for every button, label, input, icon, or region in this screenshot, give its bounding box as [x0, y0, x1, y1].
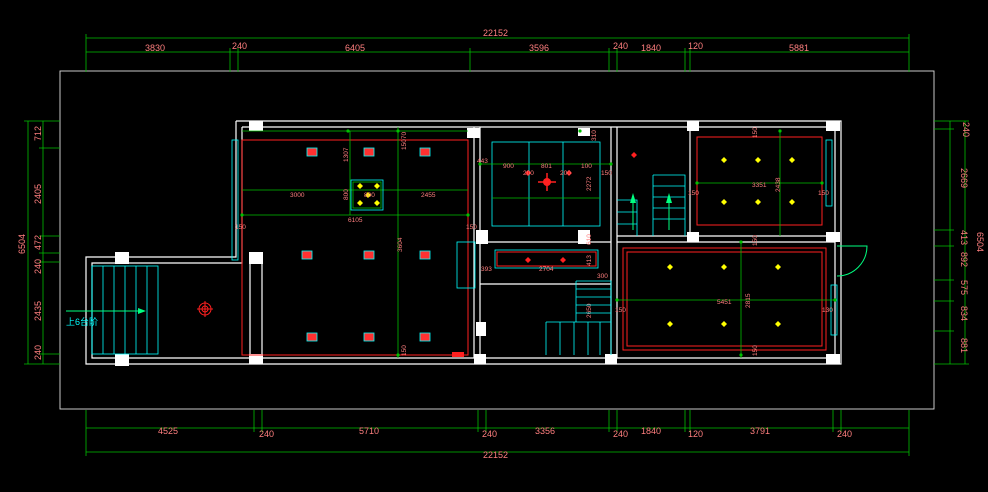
top-dim-4: 3596: [529, 43, 549, 53]
top-dim-5: 240: [613, 41, 628, 51]
counter-dim-2650: 2650: [586, 303, 593, 318]
living-room: 3000 2455 6105 1307 800 800 3604 15070 1…: [231, 127, 477, 358]
room-br-dim-150-left: 150: [615, 307, 626, 314]
right-dim-3: 413: [959, 230, 969, 245]
left-dimension-chain: 6504 712 2405 472 240 2435 240: [17, 120, 60, 365]
room-tr-dim-150b: 150: [818, 190, 829, 197]
stair-hall-top: [617, 152, 686, 236]
stair-note: 上6台阶: [66, 316, 98, 327]
left-dim-1: 712: [33, 126, 43, 141]
right-total-dim: 6504: [975, 232, 985, 252]
right-dim-7: 881: [959, 338, 969, 353]
living-dim-150-left: 150: [235, 224, 246, 231]
columns: [115, 121, 840, 366]
mid-dim-443: 443: [477, 158, 488, 165]
room-br-dim-5451: 5451: [717, 299, 732, 306]
right-dim-1: 240: [961, 122, 971, 137]
left-dim-3: 472: [33, 235, 43, 250]
bottom-dim-2: 240: [259, 429, 274, 439]
counter-dim-393: 393: [481, 266, 492, 273]
counter-dim-413: 413: [586, 255, 593, 266]
bottom-dim-8: 120: [688, 429, 703, 439]
right-dim-6: 834: [959, 306, 969, 321]
left-dim-6: 240: [33, 345, 43, 360]
living-dim-3000: 3000: [290, 192, 305, 199]
top-dim-3: 6405: [345, 43, 365, 53]
dimension-ticks: [240, 129, 837, 357]
top-total-dim: 22152: [483, 28, 508, 38]
room-br-dim-150-hall: 150: [752, 127, 759, 138]
living-dim-15070: 15070: [401, 132, 408, 150]
living-dim-800a: 800: [364, 192, 375, 199]
right-dimension-chain: 240 2669 413 892 575 834 881 6504: [934, 120, 985, 365]
bottom-dim-5: 3356: [535, 426, 555, 436]
room-top-right: 3351 2438 150 150: [688, 131, 833, 236]
mid-dim-150: 150: [601, 170, 612, 177]
living-dim-800b: 800: [343, 189, 350, 200]
living-dim-2455: 2455: [421, 192, 436, 199]
right-dim-4: 892: [959, 252, 969, 267]
middle-stairs: [545, 280, 612, 355]
room-br-dim-150-bottom: 150: [752, 345, 759, 356]
top-dim-8: 5881: [789, 43, 809, 53]
left-total-dim: 6504: [17, 234, 27, 254]
counter-dim-300: 300: [597, 273, 608, 280]
bottom-dim-7: 1840: [641, 426, 661, 436]
room-tr-dim-150a: 150: [688, 190, 699, 197]
top-dim-1: 3830: [145, 43, 165, 53]
bottom-dim-3: 5710: [359, 426, 379, 436]
left-dim-2: 2405: [33, 184, 43, 204]
top-dim-7: 120: [688, 41, 703, 51]
bottom-dim-6: 240: [613, 429, 628, 439]
bottom-dim-1: 4525: [158, 426, 178, 436]
left-dim-5: 2435: [33, 301, 43, 321]
bottom-dim-10: 240: [837, 429, 852, 439]
living-dim-3604: 3604: [397, 237, 404, 252]
top-dim-2: 240: [232, 41, 247, 51]
room-tr-dim-3351: 3351: [752, 182, 767, 189]
bottom-dim-4: 240: [482, 429, 497, 439]
mid-dim-801: 801: [541, 163, 552, 170]
mid-dim-2272: 2272: [586, 176, 593, 191]
living-dim-1307: 1307: [343, 147, 350, 162]
room-br-dim-2815: 2815: [745, 293, 752, 308]
counter-dim-2704: 2704: [539, 266, 554, 273]
room-br-dim-130-right: 130: [822, 307, 833, 314]
mid-dim-200b: 200: [560, 170, 571, 177]
living-dim-150-right: 150: [466, 224, 477, 231]
living-dim-6105: 6105: [348, 217, 363, 224]
living-dim-150-bottom: 150: [401, 345, 408, 356]
entrance-stairs: 上6台阶: [66, 265, 213, 355]
counter-dim-610: 610: [586, 234, 593, 245]
mid-dim-200a: 200: [523, 170, 534, 177]
top-dimension-chain: 22152 3830 240 6405 3596 240 1840 120 58…: [85, 28, 910, 72]
walls: [85, 120, 842, 365]
drawing-frame: [59, 70, 935, 410]
right-dim-5: 575: [959, 280, 969, 295]
top-dim-6: 1840: [641, 43, 661, 53]
room-br-dim-150-top: 150: [752, 235, 759, 246]
left-dim-4: 240: [33, 259, 43, 274]
room-bottom-right: 5451 2815 150 130 150 150 150: [615, 127, 868, 358]
mid-dim-900: 900: [503, 163, 514, 170]
mid-dim-100: 100: [581, 163, 592, 170]
right-dim-2: 2669: [959, 168, 969, 188]
bottom-total-dim: 22152: [483, 450, 508, 460]
mid-dim-310: 310: [591, 130, 598, 141]
room-tr-dim-2438: 2438: [775, 177, 782, 192]
bottom-dimension-chain: 4525 240 5710 240 3356 240 1840 120 3791…: [85, 410, 910, 460]
middle-zone: 900 801 200 200 100 2272 150 443 310 270…: [452, 130, 612, 357]
bottom-dim-9: 3791: [750, 426, 770, 436]
